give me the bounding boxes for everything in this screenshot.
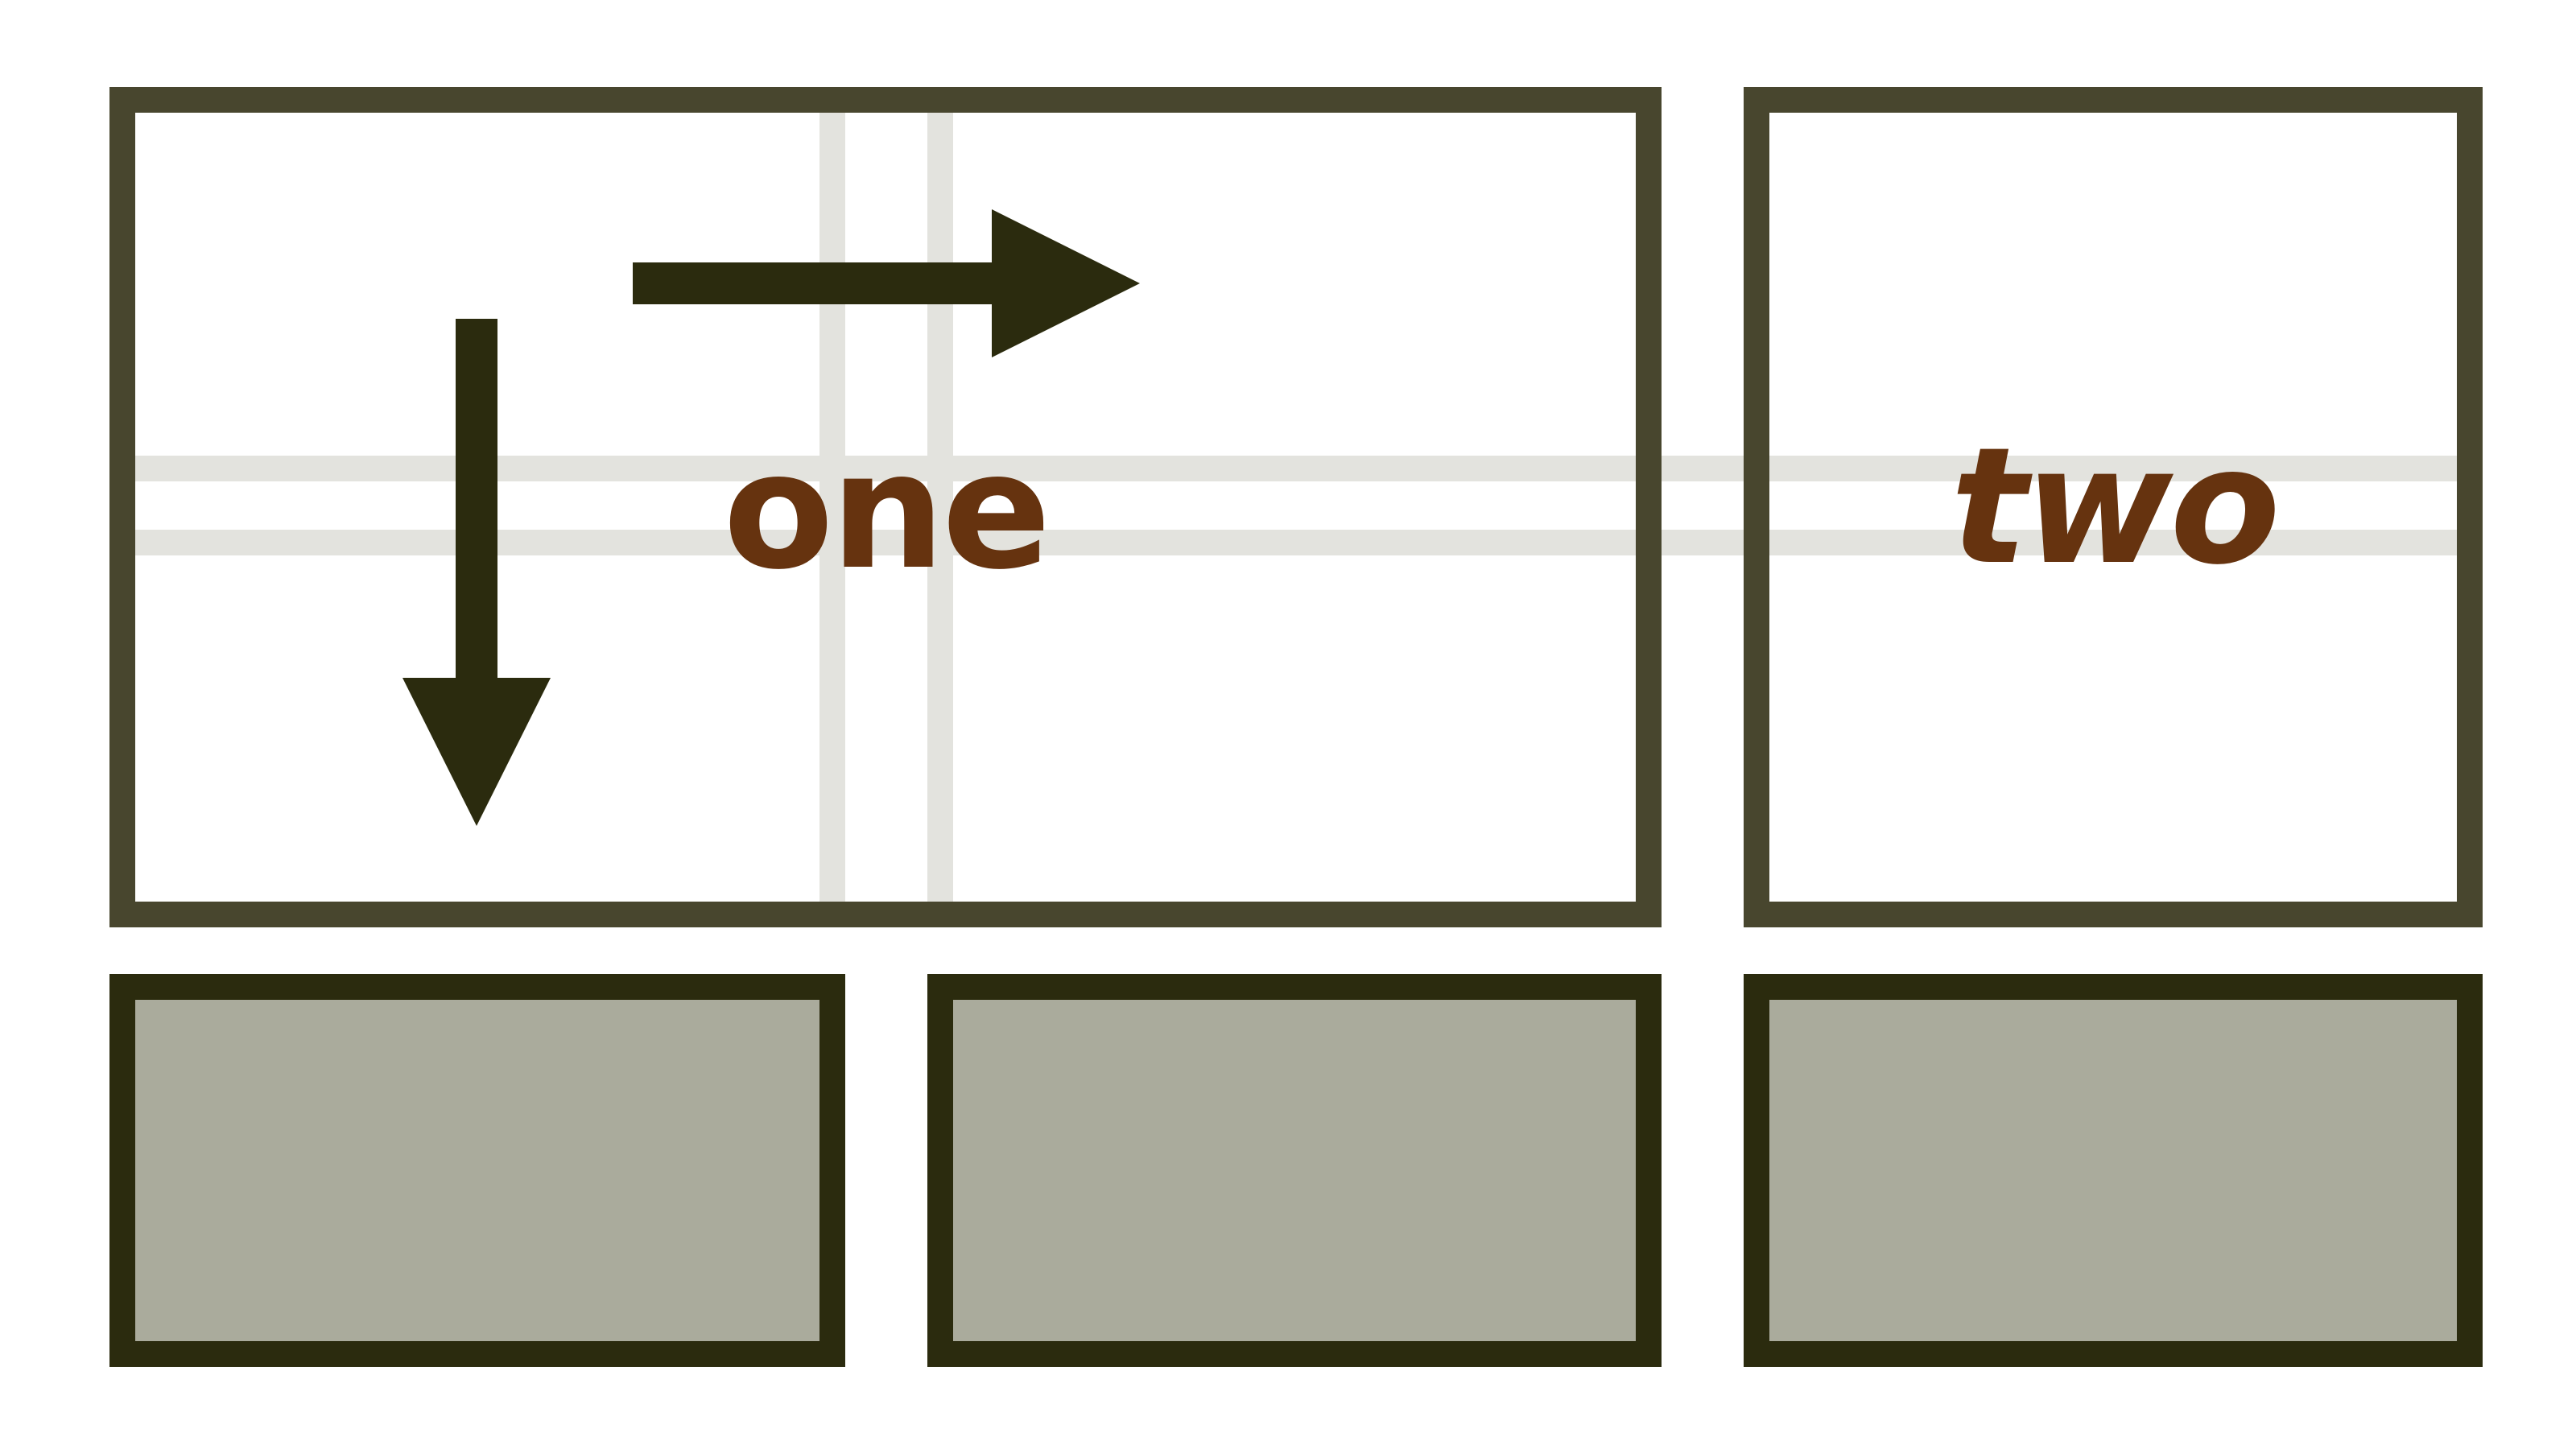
bottom-box-3 bbox=[1744, 974, 2483, 1367]
area-one-frame bbox=[109, 87, 1662, 927]
area-one-label: one bbox=[723, 418, 1051, 605]
arrow-right-icon bbox=[633, 209, 1140, 357]
bottom-box-2 bbox=[927, 974, 1662, 1367]
bottom-box-1 bbox=[109, 974, 845, 1367]
area-two-frame bbox=[1744, 87, 2483, 927]
arrow-down-icon bbox=[402, 319, 551, 826]
grid-line-vertical-1 bbox=[819, 89, 845, 926]
grid-line-horizontal-1 bbox=[113, 456, 2463, 481]
grid-line-vertical-2 bbox=[927, 89, 953, 926]
grid-line-horizontal-2 bbox=[113, 530, 2463, 555]
area-two-label: two bbox=[1951, 413, 2281, 601]
grid-lines bbox=[113, 89, 2463, 926]
